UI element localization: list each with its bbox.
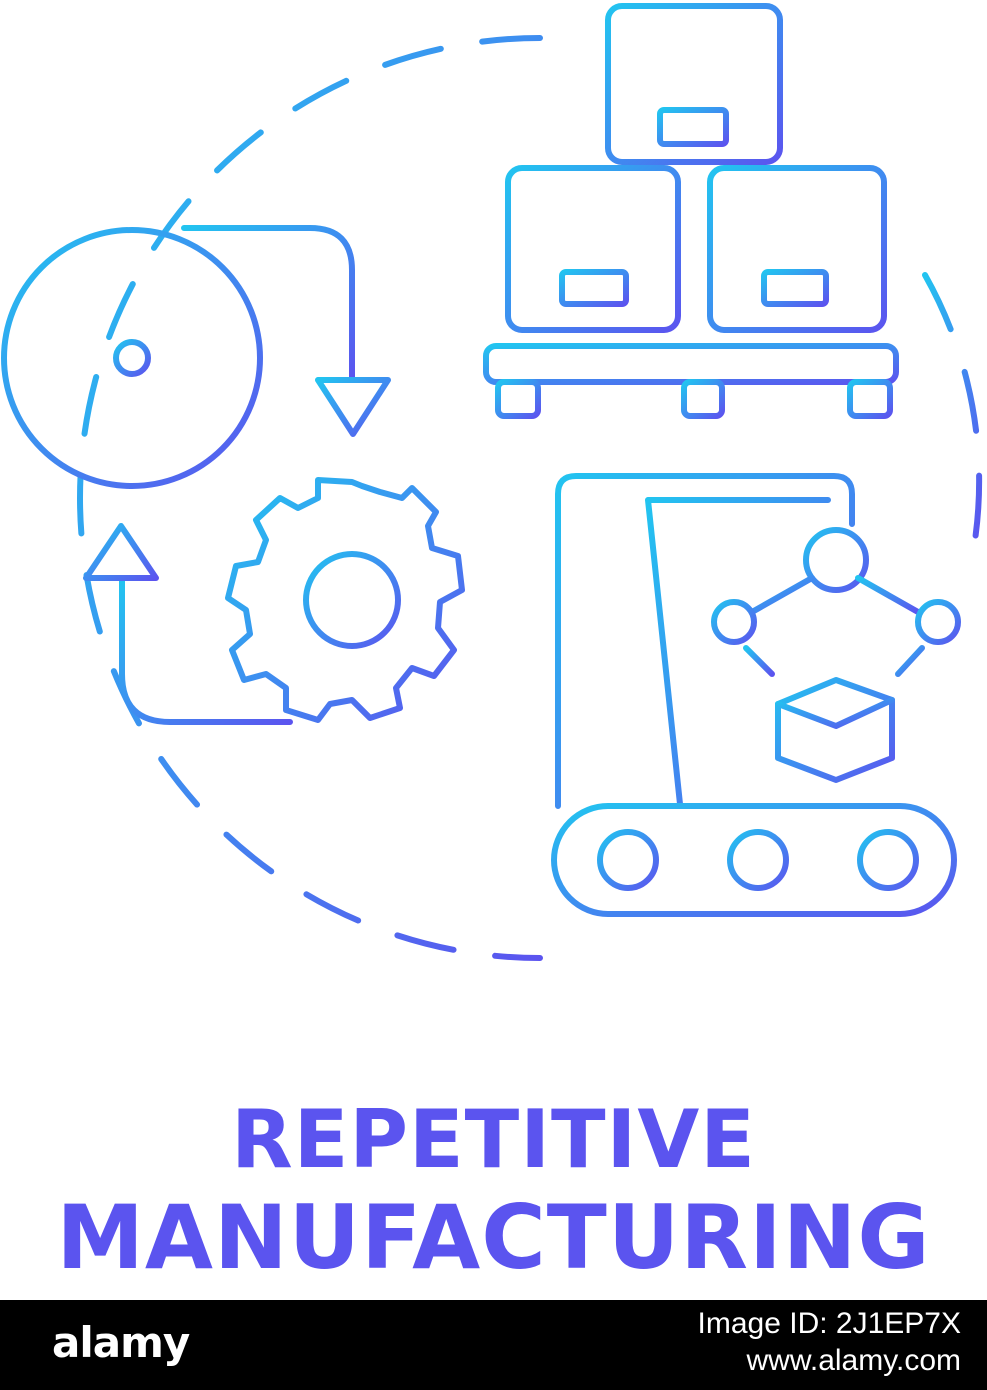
- footer-url: www.alamy.com: [746, 1344, 961, 1377]
- caption-title: REPETITIVE MANUFACTURING: [0, 1092, 987, 1290]
- cycle-arrows-icon: [83, 225, 391, 725]
- gear-icon: [225, 477, 465, 723]
- dashed-circle-icon: [77, 35, 543, 961]
- clock-icon: [1, 227, 263, 489]
- repetitive-manufacturing-illustration: [1, 3, 983, 961]
- robotic-arm-conveyor-icon: [551, 473, 961, 917]
- alamy-logo: alamy: [52, 1318, 190, 1367]
- footer-bar: [0, 1300, 987, 1390]
- caption-line-2: MANUFACTURING: [56, 1186, 931, 1289]
- footer-info: Image ID: 2J1EP7X www.alamy.com: [698, 1306, 961, 1380]
- dashed-circle-right-icon: [922, 272, 983, 543]
- pallet-boxes-icon: [483, 3, 899, 419]
- image-id-label: Image ID: 2J1EP7X: [697, 1307, 961, 1340]
- caption-line-1: REPETITIVE: [231, 1093, 756, 1186]
